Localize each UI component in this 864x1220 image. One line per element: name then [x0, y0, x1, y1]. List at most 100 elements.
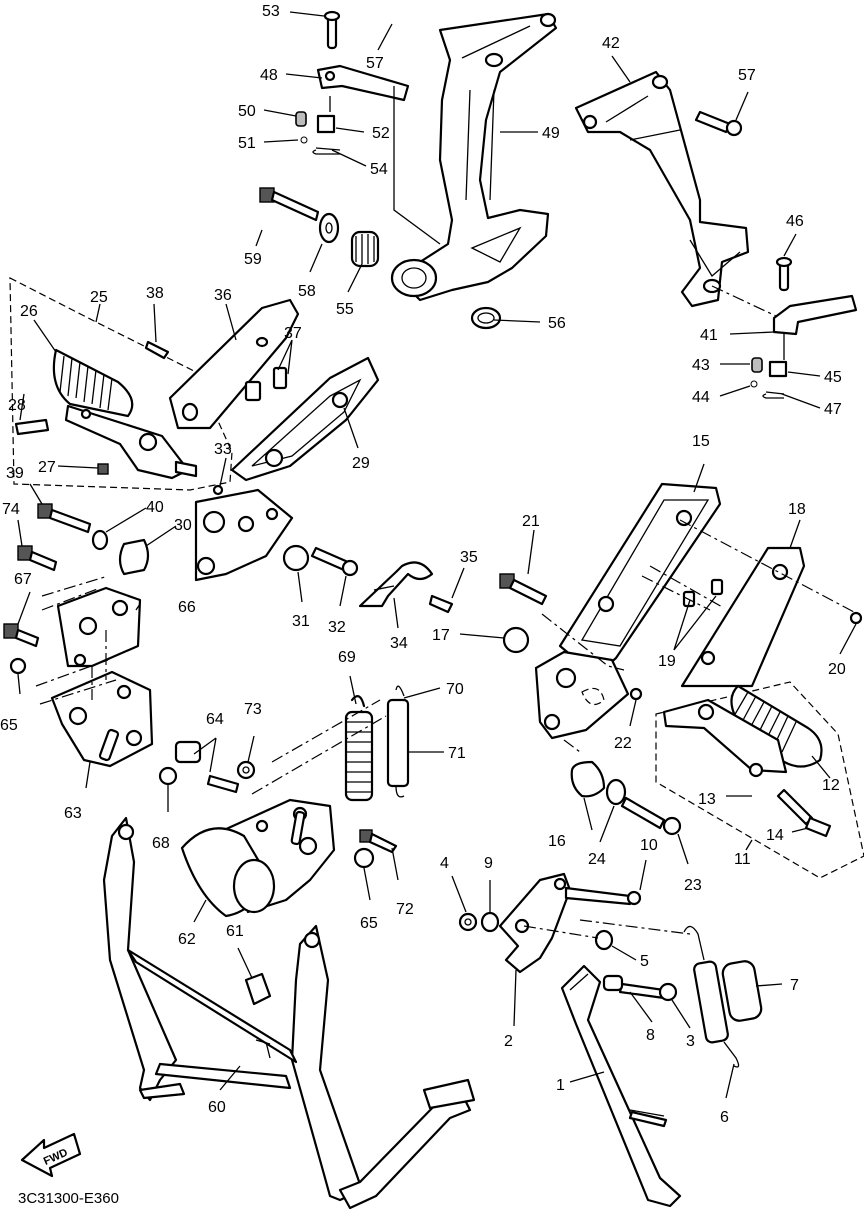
- callout-37: 37: [284, 325, 302, 342]
- bracket-29: [212, 356, 380, 496]
- callout-38: 38: [146, 285, 164, 302]
- footpeg-12: [730, 684, 823, 768]
- nut-73: [236, 760, 256, 780]
- pin-28: [14, 418, 50, 436]
- spring-6: [683, 925, 740, 1068]
- bolt-3: [618, 982, 678, 1002]
- callout-9: 9: [484, 855, 493, 872]
- callout-73: 73: [244, 701, 262, 718]
- callout-46: 46: [786, 213, 804, 230]
- nut-65-right: [353, 847, 375, 869]
- callout-3: 3: [686, 1033, 695, 1050]
- callout-6: 6: [720, 1109, 729, 1126]
- washer-5: [594, 929, 614, 951]
- callout-10: 10: [640, 837, 658, 854]
- callout-50: 50: [238, 103, 256, 120]
- washer-24: [605, 778, 627, 806]
- washer-9: [480, 911, 500, 933]
- bracket-62: [180, 798, 336, 918]
- washer-40: [91, 529, 109, 551]
- callout-22: 22: [614, 735, 632, 752]
- washer-65-left: [9, 657, 27, 675]
- bolt-67: [3, 623, 40, 648]
- callout-57: 57: [366, 55, 384, 72]
- callout-32: 32: [328, 619, 346, 636]
- footpeg-bracket-27: [64, 404, 198, 480]
- clamp-34: [358, 561, 434, 608]
- callout-5: 5: [640, 953, 649, 970]
- bushing-56: [470, 306, 502, 330]
- callout-68: 68: [152, 835, 170, 852]
- bolt-57-right: [694, 110, 743, 137]
- collar-8: [602, 974, 624, 992]
- callout-21: 21: [522, 513, 540, 530]
- callout-63: 63: [64, 805, 82, 822]
- nut-4: [458, 912, 478, 932]
- washer-22: [629, 687, 643, 701]
- callout-24: 24: [588, 851, 606, 868]
- assembly-25-outline: [9, 277, 233, 491]
- side-stand-bracket-2: [498, 872, 642, 974]
- callout-47: 47: [824, 401, 842, 418]
- callout-40: 40: [146, 499, 164, 516]
- callout-61: 61: [226, 923, 244, 940]
- spring-69: [344, 695, 374, 802]
- callout-58: 58: [298, 283, 316, 300]
- collar-30a: [118, 538, 150, 576]
- collar-31: [282, 544, 310, 572]
- callout-65-right: 65: [360, 915, 378, 932]
- callout-41: 41: [700, 327, 718, 344]
- callout-19: 19: [658, 653, 676, 670]
- callout-15: 15: [692, 433, 710, 450]
- callout-29: 29: [352, 455, 370, 472]
- bracket-42: [574, 70, 750, 308]
- callout-60: 60: [208, 1099, 226, 1116]
- bolt-20: [849, 611, 863, 625]
- callout-52: 52: [372, 125, 390, 142]
- callout-57-right: 57: [738, 67, 756, 84]
- side-stand-1: [560, 964, 682, 1208]
- bracket-30: [194, 488, 294, 582]
- callout-71: 71: [448, 745, 466, 762]
- callout-7: 7: [790, 977, 799, 994]
- callout-54: 54: [370, 161, 388, 178]
- callout-16: 16: [548, 833, 566, 850]
- callout-36: 36: [214, 287, 232, 304]
- callout-11: 11: [734, 851, 751, 868]
- callout-26: 26: [20, 303, 38, 320]
- bolt-38: [144, 340, 170, 360]
- bolt-23: [620, 796, 682, 836]
- bolt-74: [17, 545, 58, 572]
- callout-4: 4: [440, 855, 449, 872]
- callout-70: 70: [446, 681, 464, 698]
- callout-59: 59: [244, 251, 262, 268]
- callout-39: 39: [6, 465, 24, 482]
- callout-25: 25: [90, 289, 108, 306]
- callout-30: 30: [174, 517, 192, 534]
- callout-12: 12: [822, 777, 840, 794]
- collar-64: [174, 740, 240, 794]
- bracket-63: [50, 670, 154, 768]
- callout-69: 69: [338, 649, 356, 666]
- center-stand-60: [102, 816, 476, 1210]
- lever-48: [295, 10, 410, 155]
- bolt-32: [310, 546, 359, 577]
- callout-42: 42: [602, 35, 620, 52]
- callout-28: 28: [8, 397, 26, 414]
- callout-67: 67: [14, 571, 32, 588]
- callout-51: 51: [238, 135, 256, 152]
- callout-1: 1: [556, 1077, 565, 1094]
- collar-16: [570, 760, 606, 798]
- callout-18: 18: [788, 501, 806, 518]
- bracket-21: [534, 650, 630, 740]
- plate-36: [168, 298, 300, 430]
- spring-71: [386, 685, 410, 798]
- assembly-11-outline: [655, 681, 864, 879]
- collar-55: [350, 230, 438, 298]
- callout-13: 13: [698, 791, 716, 808]
- callout-72: 72: [396, 901, 414, 918]
- bolt-21: [499, 573, 548, 606]
- collar-17: [502, 626, 530, 654]
- lever-41: [750, 256, 858, 399]
